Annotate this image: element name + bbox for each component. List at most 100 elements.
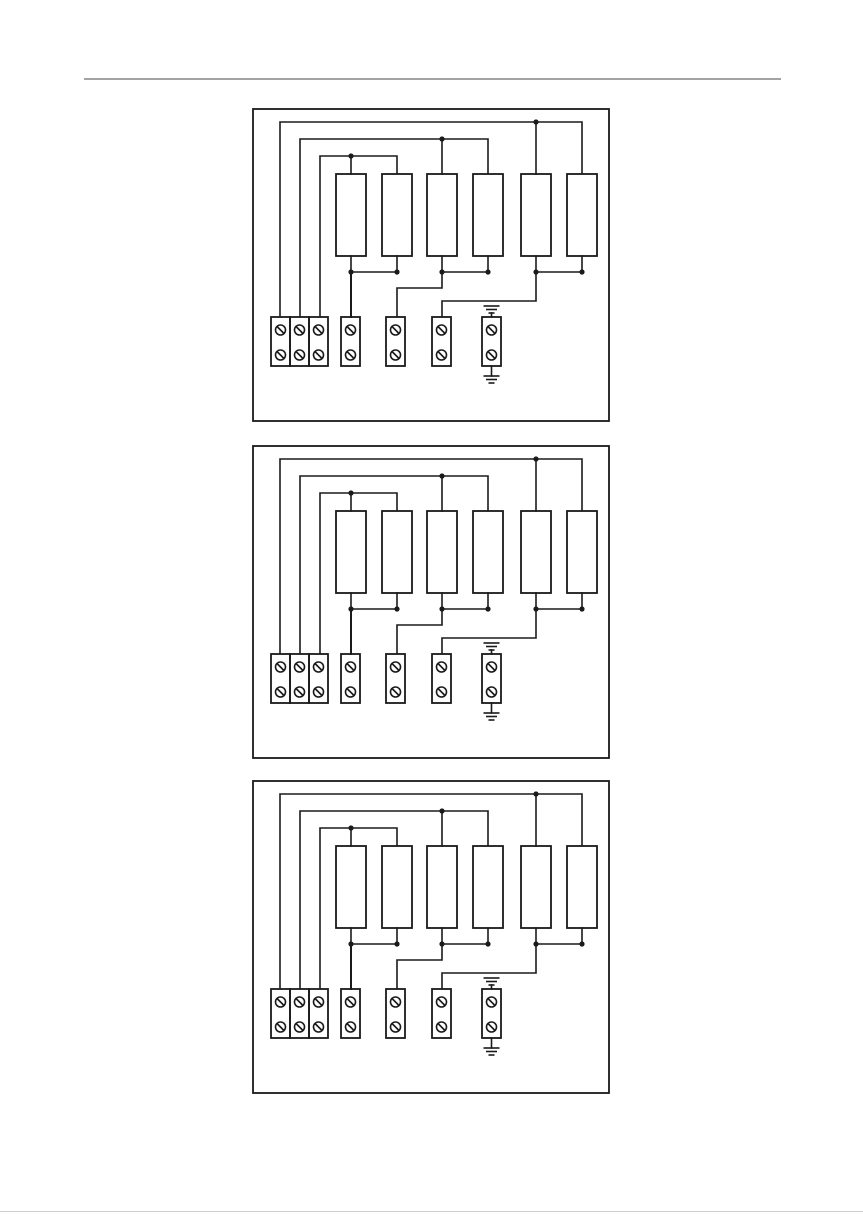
element-block-3 — [427, 174, 457, 256]
junction-dot — [348, 490, 353, 495]
screw-icon — [295, 350, 305, 360]
element-block-3 — [427, 846, 457, 928]
ground-icon — [484, 1048, 500, 1055]
return-wire-2 — [397, 944, 442, 989]
screw-icon — [391, 997, 401, 1007]
screw-icon — [314, 997, 324, 1007]
element-block-2 — [382, 174, 412, 256]
element-block-1 — [336, 511, 366, 593]
element-block-1 — [336, 846, 366, 928]
screw-icon — [346, 687, 356, 697]
element-block-3 — [427, 511, 457, 593]
screw-icon — [437, 350, 447, 360]
screw-icon — [487, 1022, 497, 1032]
screw-icon — [314, 1022, 324, 1032]
wiring-diagram-svg — [252, 780, 610, 1094]
element-block-6 — [567, 846, 597, 928]
screw-icon — [487, 350, 497, 360]
screw-icon — [437, 325, 447, 335]
phase-wire-3 — [320, 156, 397, 317]
header-rule — [84, 78, 781, 80]
phase-wire-2 — [300, 139, 488, 317]
element-block-1 — [336, 174, 366, 256]
screw-icon — [295, 1022, 305, 1032]
ground-icon — [484, 376, 500, 383]
screw-icon — [276, 687, 286, 697]
junction-dot — [533, 791, 538, 796]
screw-icon — [314, 662, 324, 672]
screw-icon — [346, 350, 356, 360]
phase-wire-2 — [300, 811, 488, 989]
element-block-4 — [473, 174, 503, 256]
screw-icon — [295, 687, 305, 697]
diagram-frame — [253, 446, 609, 758]
wiring-diagram-3 — [252, 780, 610, 1094]
screw-icon — [391, 662, 401, 672]
screw-icon — [487, 325, 497, 335]
phase-wire-3 — [320, 493, 397, 654]
wiring-diagram-2 — [252, 445, 610, 759]
diagram-frame — [253, 781, 609, 1093]
element-block-5 — [521, 174, 551, 256]
wiring-diagram-svg — [252, 445, 610, 759]
return-wire-2 — [397, 609, 442, 654]
screw-icon — [391, 687, 401, 697]
junction-dot — [485, 269, 490, 274]
element-block-4 — [473, 511, 503, 593]
junction-dot — [439, 808, 444, 813]
element-block-4 — [473, 846, 503, 928]
phase-wire-3 — [320, 828, 397, 989]
screw-icon — [276, 997, 286, 1007]
wiring-diagram-1 — [252, 108, 610, 422]
screw-icon — [295, 997, 305, 1007]
junction-dot — [485, 606, 490, 611]
element-block-2 — [382, 511, 412, 593]
screw-icon — [276, 1022, 286, 1032]
screw-icon — [487, 687, 497, 697]
screw-icon — [346, 662, 356, 672]
diagram-frame — [253, 109, 609, 421]
junction-dot — [439, 136, 444, 141]
screw-icon — [276, 325, 286, 335]
screw-icon — [276, 662, 286, 672]
screw-icon — [487, 662, 497, 672]
screw-icon — [346, 325, 356, 335]
screw-icon — [314, 350, 324, 360]
junction-dot — [348, 153, 353, 158]
screw-icon — [487, 997, 497, 1007]
junction-dot — [348, 825, 353, 830]
screw-icon — [437, 1022, 447, 1032]
phase-wire-2 — [300, 476, 488, 654]
ground-icon — [484, 978, 500, 985]
junction-dot — [579, 941, 584, 946]
return-wire-2 — [397, 272, 442, 317]
ground-icon — [484, 306, 500, 313]
screw-icon — [391, 325, 401, 335]
screw-icon — [346, 1022, 356, 1032]
screw-icon — [346, 997, 356, 1007]
screw-icon — [437, 662, 447, 672]
screw-icon — [391, 350, 401, 360]
screw-icon — [295, 325, 305, 335]
screw-icon — [391, 1022, 401, 1032]
element-block-6 — [567, 174, 597, 256]
junction-dot — [485, 941, 490, 946]
junction-dot — [394, 606, 399, 611]
screw-icon — [437, 997, 447, 1007]
ground-icon — [484, 713, 500, 720]
wiring-diagram-svg — [252, 108, 610, 422]
junction-dot — [394, 269, 399, 274]
element-block-6 — [567, 511, 597, 593]
junction-dot — [579, 269, 584, 274]
screw-icon — [437, 687, 447, 697]
element-block-5 — [521, 511, 551, 593]
screw-icon — [276, 350, 286, 360]
screw-icon — [314, 325, 324, 335]
ground-icon — [484, 643, 500, 650]
junction-dot — [439, 473, 444, 478]
junction-dot — [533, 119, 538, 124]
junction-dot — [533, 456, 538, 461]
bottom-rule — [0, 1211, 863, 1212]
junction-dot — [579, 606, 584, 611]
junction-dot — [394, 941, 399, 946]
